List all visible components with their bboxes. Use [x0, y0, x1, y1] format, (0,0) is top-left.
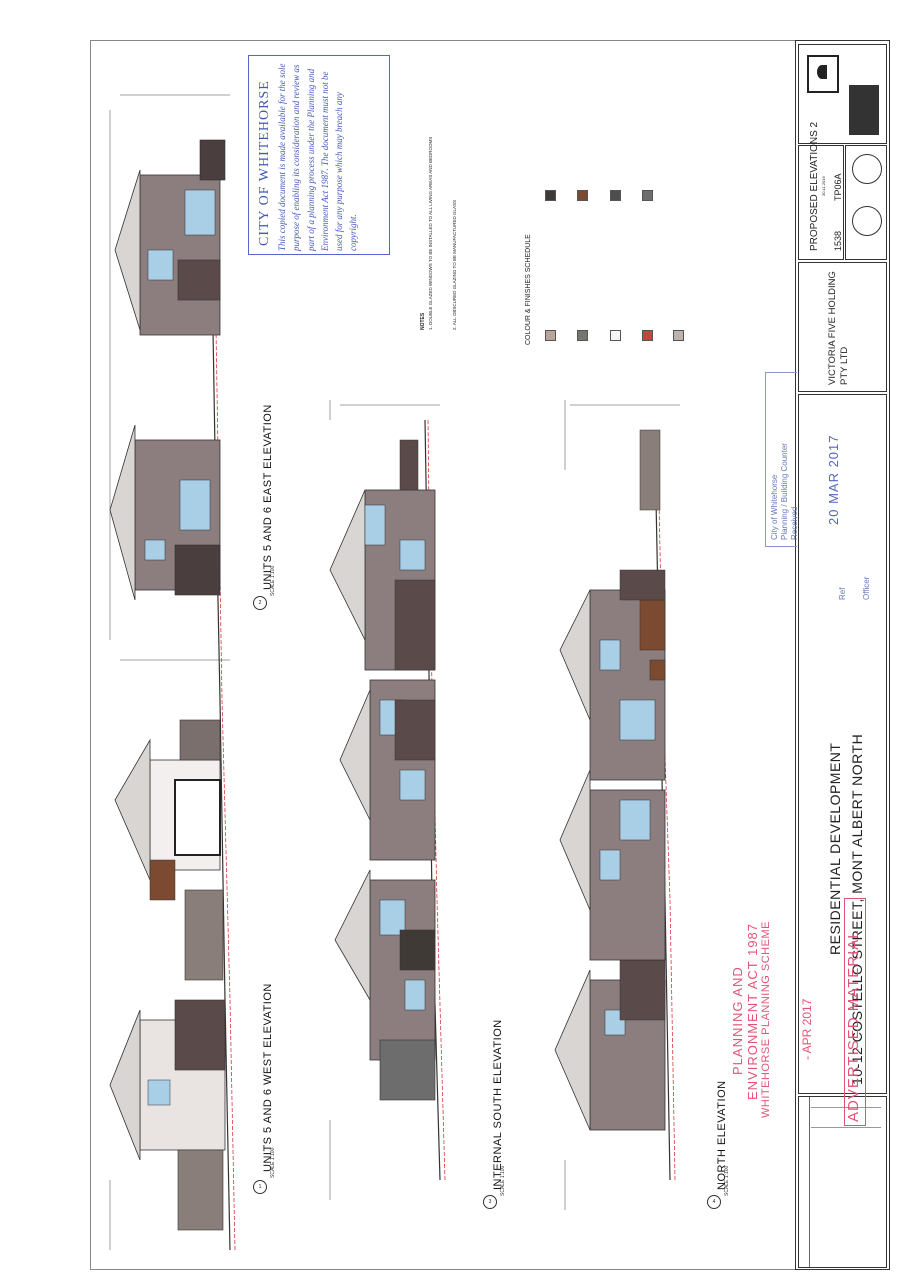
- fence-row1: [177, 1149, 224, 1231]
- swatch-5: [673, 330, 684, 341]
- unit2-roof: [559, 589, 591, 721]
- copyright-stamp: CITY OF WHITEHORSE This copied document …: [248, 55, 390, 255]
- swatch-7: [577, 190, 588, 201]
- fence-row1-b: [184, 889, 224, 981]
- unit7-brown: [399, 929, 436, 971]
- unit5-int-clad: [394, 579, 436, 671]
- unit3-window-2: [599, 849, 621, 881]
- received-stamp: [765, 372, 797, 547]
- natural-ground-row2: [427, 419, 446, 1181]
- elevation-4-marker: 4: [707, 1195, 721, 1209]
- schedule-heading: COLOUR & FINISHES SCHEDULE: [525, 234, 532, 345]
- row-1-elevations: [109, 139, 236, 1251]
- revision-circle-box: [845, 145, 887, 260]
- swatch-6: [545, 190, 556, 201]
- elevation-1-marker: 1: [253, 1180, 267, 1194]
- unit6-west-cladding: [174, 999, 226, 1071]
- unit4-roof: [554, 969, 591, 1131]
- unit5-east-roof: [114, 169, 141, 331]
- revision-circle-2: [852, 206, 882, 236]
- received-line2: Planning / Building Counter: [780, 443, 789, 540]
- note-item-1: 1. DOUBLE GLAZED WINDOWS TO BE INSTALLED…: [428, 136, 433, 330]
- planning-stamp-line1: PLANNING AND: [730, 966, 745, 1075]
- row-3-elevation: [554, 429, 676, 1181]
- unit6-east-window-2: [144, 539, 166, 561]
- received-line3: Received: [790, 506, 799, 540]
- planning-stamp-line2: ENVIRONMENT ACT 1987: [745, 922, 760, 1100]
- drawing-title-cell: PROPOSED ELEVATIONS 2 30.11.2016 1538 TP…: [798, 122, 844, 260]
- swatch-2: [577, 330, 588, 341]
- swatch-3: [610, 330, 621, 341]
- received-officer: Officer: [862, 576, 871, 600]
- swatch-9: [642, 190, 653, 201]
- title-block: [795, 40, 890, 1270]
- unit5-int-window: [364, 504, 386, 546]
- client-cell: VICTORIA FIVE HOLDING PTY LTD: [798, 262, 887, 392]
- unit2-window-2: [599, 639, 621, 671]
- unit5-int-window-2: [399, 539, 426, 571]
- unit6-east-window: [179, 479, 211, 531]
- unit2-brown-2: [649, 659, 666, 681]
- unit2-window: [619, 699, 656, 741]
- revision-circle: [852, 154, 882, 184]
- unit5-west-cladding: [179, 719, 221, 761]
- copyright-stamp-heading: CITY OF WHITEHORSE: [257, 80, 272, 246]
- unit3-window: [619, 799, 651, 841]
- unit7-window: [379, 899, 406, 936]
- elevation-2-marker: 2: [253, 596, 267, 610]
- elevation-3-marker: 3: [483, 1195, 497, 1209]
- unit6-int-window-2: [399, 769, 426, 801]
- unit7-base: [379, 1039, 436, 1101]
- natural-ground-row1: [212, 149, 236, 1251]
- unit5-east-window: [184, 189, 216, 236]
- architect-logo-box: [798, 44, 887, 144]
- unit5-int-chimney: [399, 439, 419, 491]
- notes-heading: NOTES: [420, 312, 426, 330]
- unit7-roof: [334, 869, 371, 1002]
- dimension-lines: [109, 94, 680, 1250]
- unit6-int-clad: [394, 699, 436, 761]
- unit2-brown: [639, 599, 666, 651]
- unit5-int-roof: [329, 489, 366, 641]
- received-ref: Ref: [838, 587, 847, 600]
- unit5-west-dark: [174, 779, 221, 856]
- unit5-east-window-2: [147, 249, 174, 281]
- revision-table: [798, 1096, 887, 1268]
- row-2-elevation: [329, 419, 446, 1181]
- swatch-1: [545, 330, 556, 341]
- advertised-box: [844, 898, 866, 1126]
- unit6-west-roof: [109, 1009, 141, 1161]
- unit4-dark: [619, 959, 666, 1021]
- received-line1: City of Whitehorse: [770, 474, 779, 540]
- unit5-east-dark: [199, 139, 226, 181]
- unit6-west-window: [147, 1079, 171, 1106]
- fence-row3: [639, 429, 661, 511]
- unit3-roof: [559, 769, 591, 911]
- unit2-dark: [619, 569, 666, 601]
- received-date: 20 MAR 2017: [826, 434, 841, 526]
- unit6-east-roof: [109, 424, 136, 601]
- unit6-int-roof: [339, 689, 371, 821]
- swatch-4: [642, 330, 653, 341]
- unit7-window-2: [404, 979, 426, 1011]
- planning-stamp-line3: WHITEHORSE PLANNING SCHEME: [760, 921, 772, 1118]
- unit5-east-clad: [177, 259, 221, 301]
- swatch-8: [610, 190, 621, 201]
- unit5-west-clad-brown: [149, 859, 176, 901]
- unit6-east-dark: [174, 544, 221, 596]
- architect-logo: [807, 55, 839, 93]
- note-item-2: 2. ALL OBSCURED GLAZING TO BE MANUFACTUR…: [452, 200, 457, 330]
- natural-ground-row3: [657, 449, 676, 1181]
- unit5-west-roof: [114, 738, 151, 881]
- planning-stamp-date: - APR 2017: [800, 998, 814, 1060]
- copyright-stamp-body: This copied document is made available f…: [277, 63, 359, 251]
- ground-line-row1: [209, 149, 231, 1251]
- project-title-cell: RESIDENTIAL DEVELOPMENT 10-12 COSTELLO S…: [798, 394, 887, 1094]
